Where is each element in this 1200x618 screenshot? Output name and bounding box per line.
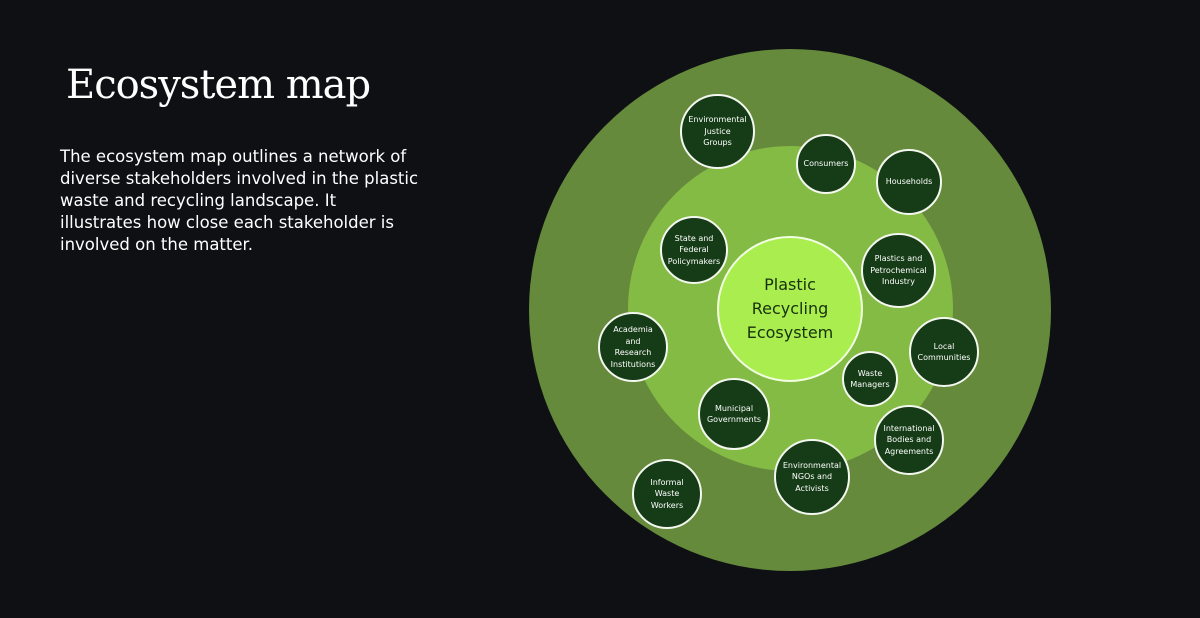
node-informal-waste-workers: Informal Waste Workers: [632, 459, 702, 529]
node-label: Informal Waste Workers: [650, 477, 684, 510]
page-title: Ecosystem map: [66, 62, 371, 108]
node-label: Municipal Governments: [706, 403, 762, 425]
center-node: Plastic Recycling Ecosystem: [717, 236, 863, 382]
node-environmental-ngos-activists: Environmental NGOs and Activists: [774, 439, 850, 515]
node-label: Plastics and Petrochemical Industry: [870, 254, 927, 287]
node-label: International Bodies and Agreements: [883, 423, 935, 456]
node-label: Local Communities: [917, 341, 971, 363]
node-households: Households: [876, 149, 942, 215]
node-international-bodies-agreements: International Bodies and Agreements: [874, 405, 944, 475]
node-local-communities: Local Communities: [909, 317, 979, 387]
node-municipal-governments: Municipal Governments: [698, 378, 770, 450]
node-academia-research-institutions: Academia and Research Institutions: [598, 312, 668, 382]
node-label: State and Federal Policymakers: [667, 233, 721, 266]
node-label: Consumers: [803, 159, 849, 169]
node-environmental-justice-groups: Environmental Justice Groups: [680, 94, 755, 169]
node-state-federal-policymakers: State and Federal Policymakers: [660, 216, 728, 284]
node-plastics-petrochemical-industry: Plastics and Petrochemical Industry: [861, 233, 936, 308]
node-waste-managers: Waste Managers: [842, 351, 898, 407]
page-description: The ecosystem map outlines a network of …: [60, 147, 419, 254]
node-label: Academia and Research Institutions: [610, 325, 656, 369]
node-label: Environmental Justice Groups: [688, 115, 747, 148]
node-consumers: Consumers: [796, 134, 856, 194]
node-label: Waste Managers: [850, 368, 890, 390]
center-node-label: Plastic Recycling Ecosystem: [746, 275, 834, 342]
node-label: Households: [885, 177, 933, 187]
node-label: Environmental NGOs and Activists: [782, 460, 842, 493]
